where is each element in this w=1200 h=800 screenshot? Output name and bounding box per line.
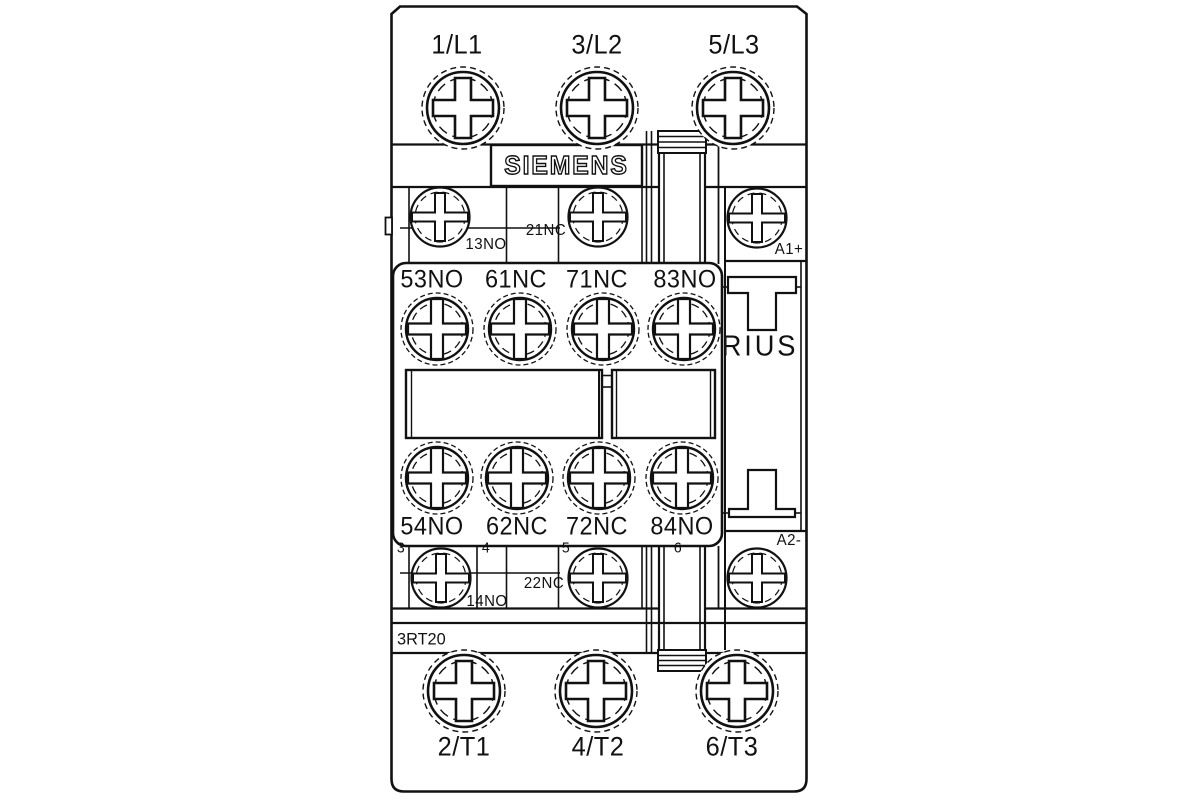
- screw-1l1: [420, 65, 506, 151]
- screw-22nc: [567, 547, 629, 609]
- label-13no: 13NO: [465, 236, 507, 253]
- label-21nc: 21NC: [525, 222, 567, 239]
- din-rail-channel: [657, 130, 720, 672]
- label-83no: 83NO: [653, 265, 717, 294]
- screw-61nc: [482, 291, 558, 367]
- terminal-label-4t2: 4/T2: [571, 731, 625, 762]
- label-72nc: 72NC: [566, 512, 628, 541]
- label-84no: 84NO: [650, 512, 714, 541]
- screw-2t1: [421, 648, 507, 734]
- label-14no: 14NO: [466, 593, 508, 610]
- label-a1: A1+: [774, 241, 804, 258]
- coil-column: [719, 187, 807, 650]
- series-label-rius: RIUS: [721, 330, 799, 363]
- screw-71nc: [565, 291, 641, 367]
- pole-marker-4: 4: [481, 539, 491, 557]
- terminal-label-5l3: 5/L3: [708, 29, 760, 60]
- label-71nc: 71NC: [566, 265, 628, 294]
- screw-72nc: [561, 440, 637, 516]
- label-22nc: 22NC: [523, 575, 565, 592]
- pole-marker-5: 5: [561, 539, 571, 557]
- terminal-label-6t3: 6/T3: [705, 731, 759, 762]
- screw-54no: [399, 440, 475, 516]
- aux-band-top: [400, 131, 653, 263]
- label-62nc: 62NC: [486, 512, 548, 541]
- screw-a1: [726, 187, 788, 249]
- terminal-label-3l2: 3/L2: [571, 29, 623, 60]
- aux-contact-block: [391, 261, 724, 548]
- left-latch-tab: [384, 216, 393, 236]
- screw-62nc: [479, 440, 555, 516]
- model-label: 3RT20: [397, 629, 446, 649]
- screw-4t2: [553, 648, 639, 734]
- brand-logo-text: SIEMENS: [504, 149, 629, 180]
- terminal-label-2t1: 2/T1: [437, 731, 491, 762]
- label-a2: A2-: [776, 532, 802, 549]
- label-53no: 53NO: [400, 265, 464, 294]
- terminal-label-1l1: 1/L1: [431, 29, 483, 60]
- brand-plate: [489, 143, 644, 188]
- screw-21nc: [567, 186, 629, 248]
- screw-14no: [410, 547, 472, 609]
- label-windows: [404, 368, 717, 440]
- label-54no: 54NO: [400, 512, 464, 541]
- screw-a2: [726, 547, 788, 609]
- brand-logo: SIEMENS: [491, 145, 642, 186]
- coil-marker-top: [726, 275, 798, 332]
- screw-53no: [399, 291, 475, 367]
- pole-marker-3: 3: [396, 539, 406, 557]
- screw-5l3: [690, 65, 776, 151]
- label-61nc: 61NC: [485, 265, 547, 294]
- pole-marker-6: 6: [673, 539, 683, 557]
- screw-84no: [644, 440, 720, 516]
- screw-3l2: [554, 65, 640, 151]
- screw-13no: [409, 186, 471, 248]
- coil-marker-bottom: [727, 468, 797, 519]
- screw-6t3: [694, 648, 780, 734]
- screw-83no: [646, 291, 722, 367]
